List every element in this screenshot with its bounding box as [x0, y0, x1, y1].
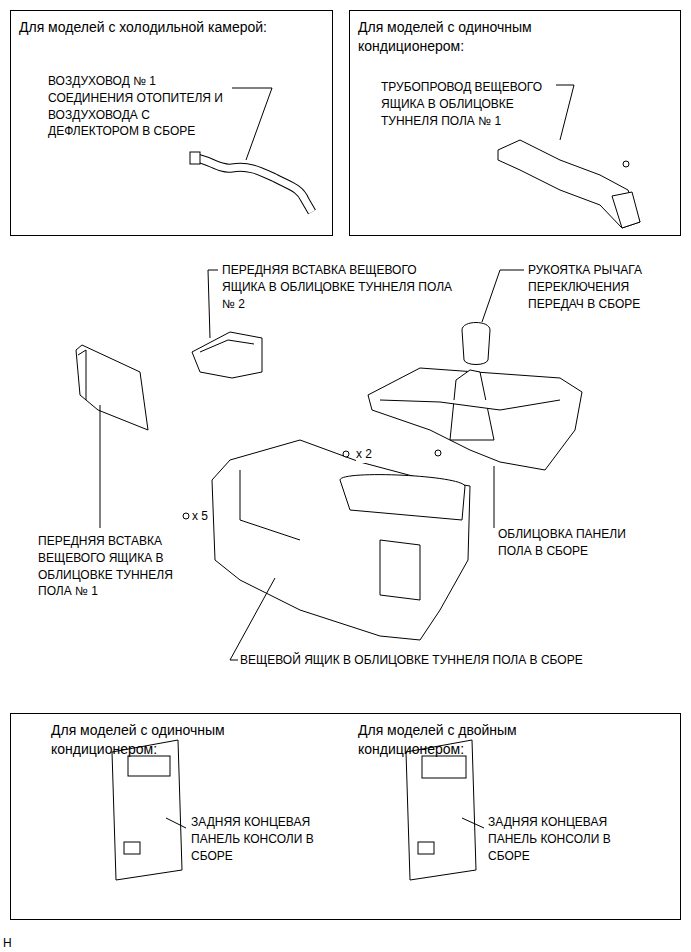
quantity-mark: H: [3, 935, 12, 952]
front-insert-2: [192, 332, 262, 378]
quantity-mark: x 5: [192, 508, 208, 525]
leader-line: [208, 270, 218, 338]
leader-line: [100, 405, 101, 528]
part-name: ПЕРЕДНЯЯ ВСТАВКА ВЕЩЕВОГО ЯЩИКА В ОБЛИЦО…: [222, 262, 462, 312]
variant-heading: Для моделей с одиночным кондиционером:: [51, 721, 261, 759]
part-name: ВЕЩЕВОЙ ЯЩИК В ОБЛИЦОВКЕ ТУННЕЛЯ ПОЛА В …: [240, 652, 583, 669]
part-name: ОБЛИЦОВКА ПАНЕЛИ ПОЛА В СБОРЕ: [498, 526, 638, 560]
leader-line: [230, 578, 275, 660]
console-box: [183, 440, 470, 640]
leader-line: [482, 270, 524, 322]
part-name: РУКОЯТКА РЫЧАГА ПЕРЕКЛЮЧЕНИЯ ПЕРЕДАЧ В С…: [528, 262, 678, 312]
model-variant-frame: Для моделей с одиночным кондиционером: ЗА…: [10, 713, 681, 920]
leader-line: [494, 466, 495, 528]
part-name: ЗАДНЯЯ КОНЦЕВАЯ ПАНЕЛЬ КОНСОЛИ В СБОРЕ: [488, 814, 638, 864]
part-name: ЗАДНЯЯ КОНЦЕВАЯ ПАНЕЛЬ КОНСОЛИ В СБОРЕ: [191, 814, 341, 864]
leader-line: [556, 85, 574, 140]
leader-line: [232, 88, 272, 160]
model-variant-frame: Для моделей с одиночным кондиционером: ТР…: [349, 10, 681, 236]
console-duct: [498, 140, 640, 228]
leader-line: [462, 818, 484, 828]
model-variant-frame: Для моделей с холодильной камерой: ВОЗДУХ…: [10, 10, 333, 236]
front-insert-1: [76, 345, 148, 430]
heater-duct: [190, 152, 312, 212]
leader-line: [166, 818, 186, 828]
floor-panel: [368, 368, 582, 470]
part-name: ПЕРЕДНЯЯ ВСТАВКА ВЕЩЕВОГО ЯЩИКА В ОБЛИЦО…: [38, 533, 198, 600]
shift-knob: [462, 323, 490, 365]
quantity-mark: x 2: [356, 446, 372, 463]
variant-heading: Для моделей с одиночным кондиционером:: [358, 18, 568, 56]
variant-heading: Для моделей с холодильной камерой:: [19, 18, 319, 37]
part-name: ВОЗДУХОВОД № 1 СОЕДИНЕНИЯ ОТОПИТЕЛЯ И ВО…: [48, 73, 238, 140]
rear-panel-double: [406, 740, 476, 880]
rear-panel-single: [112, 740, 182, 880]
part-name: ТРУБОПРОВОД ВЕЩЕВОГО ЯЩИКА В ОБЛИЦОВКЕ Т…: [381, 79, 556, 129]
variant-heading: Для моделей с двойным кондиционером:: [358, 721, 568, 759]
